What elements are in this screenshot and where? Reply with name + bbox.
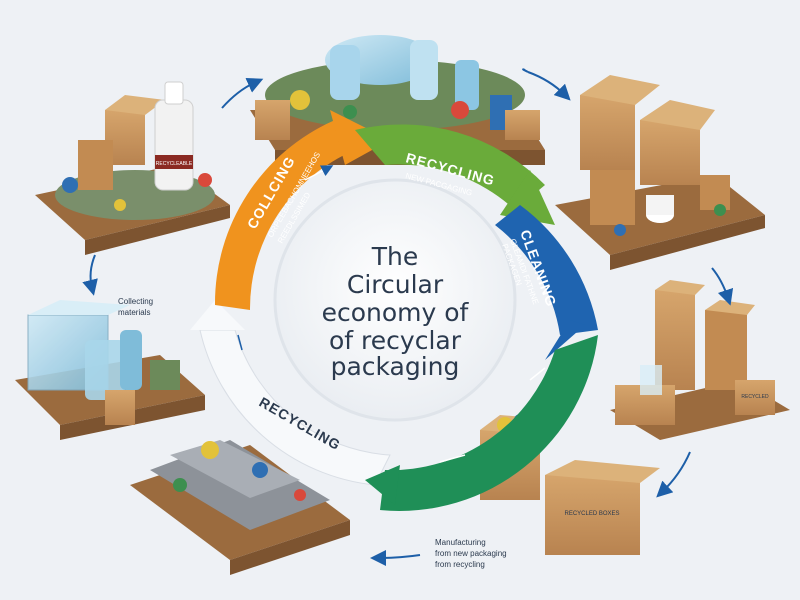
center-title-group: The Circular economy of of recyclar pack…: [322, 242, 470, 381]
segment-inner-arrows: [237, 165, 546, 463]
outer-arrow-bottom-icon: [370, 549, 421, 566]
top-right-boxes-illustration: [555, 75, 765, 270]
outer-arrow-bottom-right-icon: [656, 451, 691, 498]
center-disc: [273, 178, 517, 422]
left-glass-bales-illustration: [15, 300, 205, 440]
cleaning-segment: [495, 205, 598, 335]
white-segment-arrowhead: [190, 300, 245, 330]
bottom-crushed-waste-illustration: [130, 440, 350, 575]
top-left-waste-pile-illustration: RECYCLEABLE: [35, 81, 230, 255]
center-title-line1: The: [371, 242, 419, 271]
center-title-line5: packaging: [331, 352, 460, 381]
orange-inner-arrow-icon: [304, 165, 334, 181]
bottle-label: RECYCLEABLE: [156, 161, 193, 167]
center-title-line2: Circular: [347, 270, 444, 299]
manufacturing-note-3: from recycling: [435, 560, 485, 569]
outer-arrow-right-icon: [711, 267, 734, 306]
side-notes: Collecting materials Manufacturing from …: [118, 297, 507, 569]
teal-inner-arrow-icon: [529, 367, 546, 381]
right-middle-boxes-illustration: RECYCLED: [610, 280, 790, 440]
recycling-top-segment: [355, 124, 545, 210]
manufacturing-note-1: Manufacturing: [435, 538, 486, 547]
outer-arrow-top-left-icon: [221, 77, 264, 109]
manufacturing-arrowhead: [365, 465, 400, 505]
collecting-segment-arrowhead: [330, 110, 390, 165]
outer-arrow-top-right-tail: [522, 68, 529, 73]
outer-arrow-top-right-icon: [527, 71, 571, 101]
box-label-bottom: RECYCLED BOXES: [564, 511, 619, 517]
teal-lower-inner-arrow-icon: [439, 454, 466, 463]
manufacturing-note-2: from new packaging: [435, 549, 507, 558]
box-label-right: RECYCLED: [741, 394, 769, 400]
collecting-materials-note-2: materials: [118, 308, 150, 317]
manufacturing-segment: [380, 335, 598, 511]
center-title-line3: economy of: [322, 298, 470, 327]
outer-cycle-arrows: [82, 68, 734, 566]
white-segment-inner-arrow-icon: [237, 334, 243, 351]
collecting-materials-note-1: Collecting: [118, 297, 153, 306]
circular-ring: [190, 110, 598, 511]
outer-arrow-left-icon: [82, 254, 98, 296]
center-title-line4: of recyclar: [329, 326, 462, 355]
